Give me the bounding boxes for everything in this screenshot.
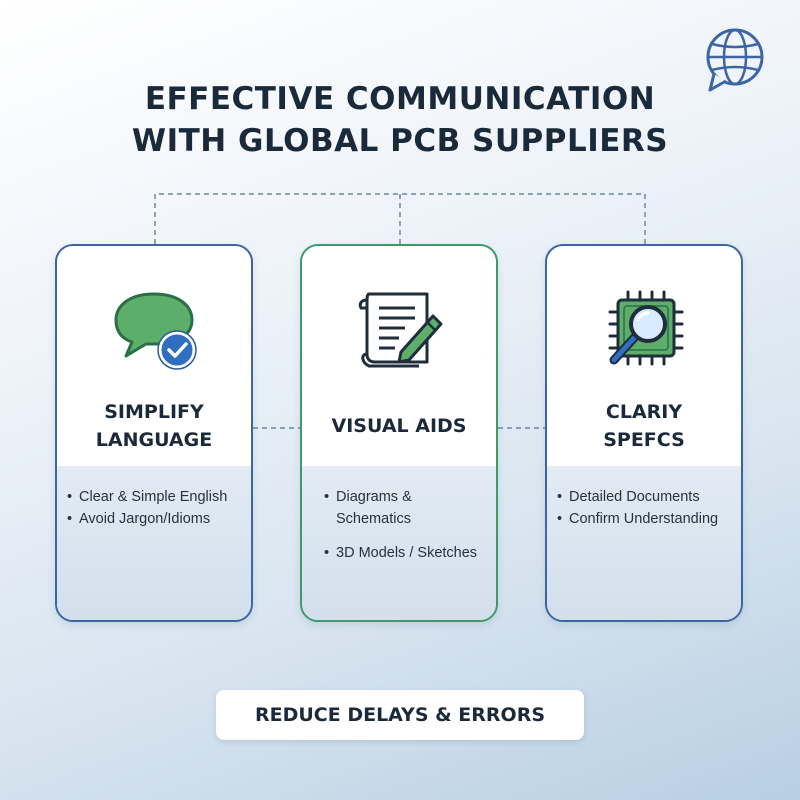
card-visual-aids: VISUAL AIDS Diagrams & Schematics 3D Mod… <box>300 244 498 622</box>
list-item: 3D Models / Sketches <box>324 542 490 564</box>
list-item: Clear & Simple English <box>67 486 245 508</box>
page-title: EFFECTIVE COMMUNICATION WITH GLOBAL PCB … <box>0 78 800 162</box>
card-bullet-list: Detailed Documents Confirm Understanding <box>557 486 735 530</box>
list-item: Detailed Documents <box>557 486 735 508</box>
reduce-delays-button[interactable]: REDUCE DELAYS & ERRORS <box>216 690 584 740</box>
title-line-2: WITH GLOBAL PCB SUPPLIERS <box>131 123 669 159</box>
card-bullet-list: Diagrams & Schematics 3D Models / Sketch… <box>324 486 490 576</box>
list-item: Diagrams & <box>324 486 490 508</box>
list-item-continuation-text: Schematics <box>336 511 411 527</box>
card-heading: SIMPLIFY LANGUAGE <box>57 394 251 458</box>
chip-magnifier-icon <box>608 290 684 366</box>
card-heading-line-2: LANGUAGE <box>95 429 213 451</box>
list-item: Avoid Jargon/Idioms <box>67 508 245 530</box>
card-heading-line-1: CLARIY <box>605 401 683 423</box>
card-heading: VISUAL AIDS <box>302 394 496 458</box>
card-heading: CLARIY SPEFCS <box>547 394 741 458</box>
card-bullet-list: Clear & Simple English Avoid Jargon/Idio… <box>67 486 245 530</box>
list-item: Confirm Understanding <box>557 508 735 530</box>
list-item-continuation: Schematics <box>324 508 490 530</box>
title-line-1: EFFECTIVE COMMUNICATION <box>144 81 656 117</box>
card-heading-line-1: VISUAL AIDS <box>331 415 467 437</box>
globe-chat-icon <box>706 28 764 92</box>
card-simplify-language: SIMPLIFY LANGUAGE Clear & Simple English… <box>55 244 253 622</box>
document-pencil-icon <box>358 292 443 368</box>
card-clarify-specs: CLARIY SPEFCS Detailed Documents Confirm… <box>545 244 743 622</box>
speech-bubble-check-icon <box>114 292 197 370</box>
card-heading-line-2: SPEFCS <box>603 429 685 451</box>
card-heading-line-1: SIMPLIFY <box>104 401 204 423</box>
